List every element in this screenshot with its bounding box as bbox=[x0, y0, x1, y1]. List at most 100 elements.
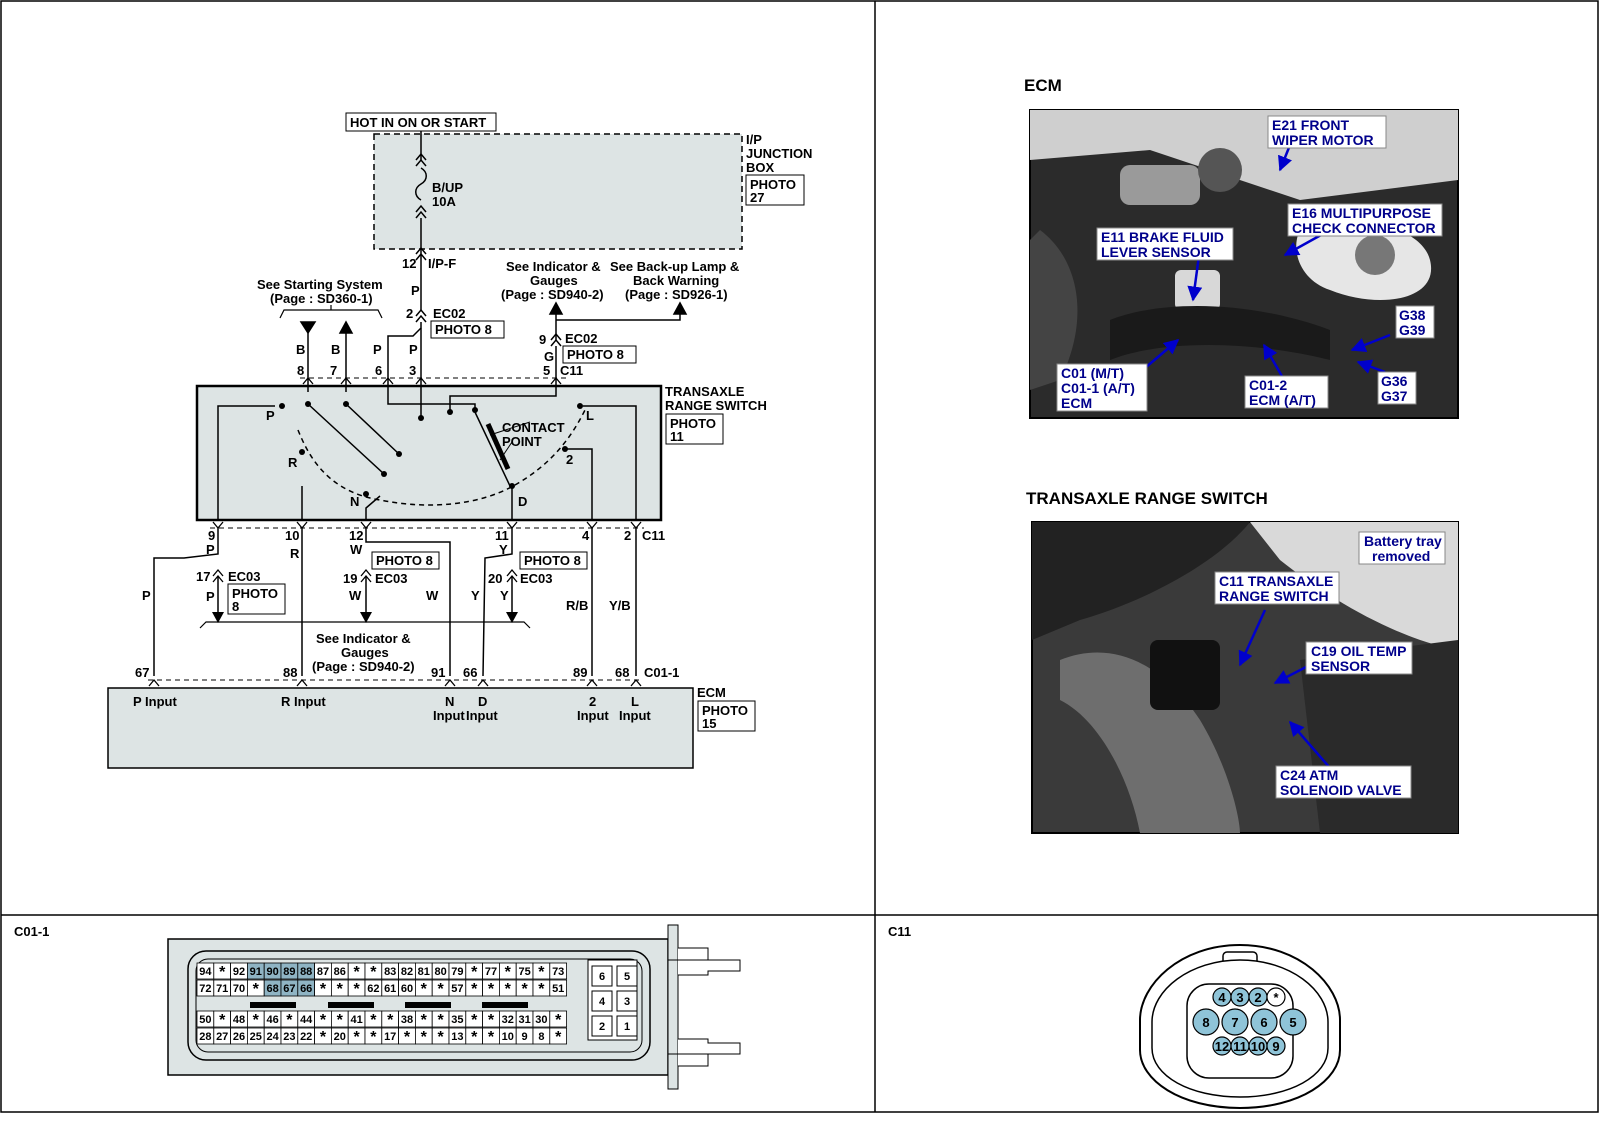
c11-pin bbox=[1192, 1008, 1220, 1036]
c011-pin-label: * bbox=[421, 1012, 428, 1029]
c011-pin-label: * bbox=[421, 1029, 428, 1046]
c011-pin-label: 70 bbox=[233, 983, 245, 995]
c011-pin-label: * bbox=[320, 981, 327, 998]
ec03-1-photo-2: 8 bbox=[232, 599, 239, 614]
switch-pos-n: N bbox=[350, 494, 359, 509]
c11-pin-label: 12 bbox=[1215, 1039, 1229, 1054]
fuse-symbol bbox=[415, 131, 427, 262]
ecm-input-l-2: Input bbox=[619, 708, 651, 723]
c011-pin-label: 25 bbox=[250, 1031, 262, 1043]
callout-c11-2: RANGE SWITCH bbox=[1219, 588, 1329, 604]
ecm-input-l-1: L bbox=[631, 694, 639, 709]
c011-pin-label: * bbox=[538, 981, 545, 998]
c011-pin-label: * bbox=[353, 981, 360, 998]
c011-pin-label: 41 bbox=[350, 1014, 362, 1026]
c011-side-pin-cell bbox=[591, 990, 613, 1012]
ecm-pin-88: 88 bbox=[283, 665, 297, 680]
c011-side-pin-label: 2 bbox=[599, 1021, 605, 1033]
c011-pin-label: 13 bbox=[451, 1031, 463, 1043]
c11-pin-12: 12 bbox=[349, 528, 363, 543]
junction-box-photo-1: PHOTO bbox=[750, 177, 796, 192]
c011-pin-label: 80 bbox=[434, 966, 446, 978]
top-wire-2-color: B bbox=[331, 342, 340, 357]
trs-photo bbox=[1031, 521, 1459, 834]
c11-pin-11: 11 bbox=[495, 528, 509, 543]
c011-pin-label: 91 bbox=[250, 966, 262, 978]
ecm-box bbox=[107, 687, 694, 769]
callout-c24-2: SOLENOID VALVE bbox=[1280, 782, 1402, 798]
ecm-pin-91: 91 bbox=[431, 665, 445, 680]
callout-e16-1: E16 MULTIPURPOSE bbox=[1292, 205, 1431, 221]
ec03-2-photo: PHOTO 8 bbox=[376, 553, 433, 568]
c011-pin-label: 31 bbox=[518, 1014, 530, 1026]
c011-pin-cell bbox=[549, 1010, 567, 1028]
ec03-3-wire: Y bbox=[500, 588, 509, 603]
c011-pin-label: * bbox=[320, 1029, 327, 1046]
ec02-right-photo-box bbox=[562, 345, 637, 364]
switch-pos-p: P bbox=[266, 408, 275, 423]
c011-pin-label: 24 bbox=[266, 1031, 279, 1043]
ecm-pin-67: 67 bbox=[135, 665, 149, 680]
c011-pin-label: 48 bbox=[233, 1014, 245, 1026]
contact-point-1: CONTACT bbox=[502, 420, 565, 435]
c011-pin-label: 90 bbox=[266, 966, 278, 978]
c011-pin-label: * bbox=[471, 964, 478, 981]
switch-pos-2: 2 bbox=[566, 452, 573, 467]
circuit-diagram: HOT IN ON OR START I/P JUNCTION BOX PHOT… bbox=[107, 112, 812, 769]
c011-pin-label: 83 bbox=[384, 966, 396, 978]
c11-pin-2: 2 bbox=[624, 528, 631, 543]
ec03-1-photo-box bbox=[227, 583, 286, 615]
c011-pin-label: * bbox=[437, 981, 444, 998]
see-starting-1: See Starting System bbox=[257, 277, 383, 292]
callout-c11-1: C11 TRANSAXLE bbox=[1219, 573, 1333, 589]
c011-pin-label: * bbox=[421, 981, 428, 998]
top-wire-1-pin: 8 bbox=[297, 363, 304, 378]
ecm-input-n-2: Input bbox=[433, 708, 465, 723]
junction-box-label-2: JUNCTION bbox=[746, 146, 812, 161]
c011-pin-cell bbox=[549, 979, 567, 997]
c011-pin-label: 28 bbox=[199, 1031, 211, 1043]
c011-side-pin-label: 3 bbox=[624, 996, 630, 1008]
c11-pin-label: 3 bbox=[1236, 990, 1243, 1005]
ec02-right-pin: 9 bbox=[539, 332, 546, 347]
c11-wire-11: Y bbox=[499, 542, 508, 557]
c11-pin-label: 9 bbox=[1272, 1039, 1279, 1054]
ecm-input-2-2: Input bbox=[577, 708, 609, 723]
callout-e21-1: E21 FRONT bbox=[1272, 117, 1349, 133]
range-switch-label-2: RANGE SWITCH bbox=[665, 398, 767, 413]
c011-label: C01-1 bbox=[14, 924, 49, 939]
c11-pin bbox=[1266, 987, 1286, 1007]
c011-pin-label: * bbox=[219, 1012, 226, 1029]
c11-pin bbox=[1266, 1036, 1286, 1056]
c011-pin-label: 20 bbox=[334, 1031, 346, 1043]
callout-g36-1: G36 bbox=[1381, 373, 1408, 389]
c011-side-pin-label: 4 bbox=[599, 996, 606, 1008]
ec03-1-wire: P bbox=[206, 589, 215, 604]
ec03-3-label: EC03 bbox=[520, 571, 553, 586]
c011-pin-label: 23 bbox=[283, 1031, 295, 1043]
see-backup-2: Back Warning bbox=[633, 273, 719, 288]
c011-pin-label: * bbox=[471, 1029, 478, 1046]
callout-e11-2: LEVER SENSOR bbox=[1101, 244, 1211, 260]
callout-c012-1: C01-2 bbox=[1249, 377, 1287, 393]
ecm-photo-1: PHOTO bbox=[702, 703, 748, 718]
c011-pin-label: 71 bbox=[216, 983, 228, 995]
c011-pin-label: 9 bbox=[522, 1031, 528, 1043]
wire-y-mid: Y bbox=[471, 588, 480, 603]
c011-pin-label: * bbox=[488, 981, 495, 998]
ipf-pin: 12 bbox=[402, 256, 416, 271]
c011-pin-label: * bbox=[555, 1012, 562, 1029]
c011-pin-label: * bbox=[505, 981, 512, 998]
c11-pin-label: 7 bbox=[1231, 1015, 1238, 1030]
c11-pin-label: 4 bbox=[1218, 990, 1226, 1005]
ecm-label: ECM bbox=[697, 685, 726, 700]
c011-pin-label: 17 bbox=[384, 1031, 396, 1043]
top-wire-4-color: P bbox=[409, 342, 418, 357]
ecm-input-d-2: Input bbox=[466, 708, 498, 723]
ecm-pin-89: 89 bbox=[573, 665, 587, 680]
c011-pin-label: 38 bbox=[401, 1014, 413, 1026]
c011-pin-label: 81 bbox=[418, 966, 430, 978]
c011-side-pin-cell bbox=[616, 1015, 638, 1037]
